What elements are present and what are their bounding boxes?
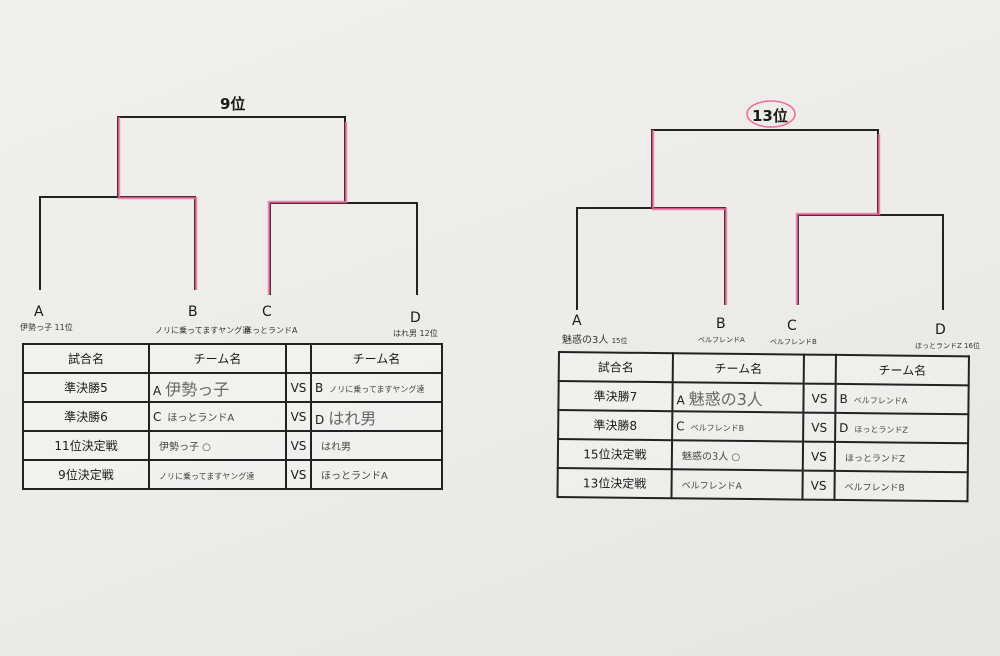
match-name: 15位決定戦 — [557, 439, 673, 470]
team1-cell: 伊勢っ子 ○ — [148, 430, 287, 461]
team-note: ほっとランドZ 16位 — [915, 342, 980, 350]
left-title: 9位 — [220, 95, 246, 113]
team1-cell: ノリに乗ってますヤング達 — [148, 459, 287, 490]
team-note: ノリに乗ってますヤング達 — [155, 326, 251, 335]
team2-cell: ほっとランドZ — [834, 441, 969, 473]
right-pair-ab — [576, 207, 726, 310]
right-winner-c — [795, 134, 881, 305]
header-match: 試合名 — [22, 343, 150, 374]
left-pair-cd — [269, 202, 418, 295]
team-note: 魅惑の3人 15位 — [562, 335, 628, 346]
team1-cell: 魅惑の3人 ○ — [671, 440, 804, 471]
table-row: 9位決定戦 ノリに乗ってますヤング達 VS ほっとランドA — [22, 459, 443, 490]
team-note: 伊勢っ子 11位 — [20, 323, 73, 332]
vs-label: VS — [803, 383, 836, 413]
vs-label: VS — [285, 372, 312, 403]
team-note: ベルフレンドA — [698, 336, 745, 344]
team-note: はれ男 12位 — [393, 329, 438, 338]
right-final-line — [651, 129, 879, 215]
vs-label: VS — [285, 430, 312, 461]
vs-label: VS — [285, 459, 312, 490]
slot-label: B — [188, 304, 198, 320]
left-pair-ab — [39, 196, 196, 290]
vs-label: VS — [802, 470, 835, 500]
slot-label: A — [572, 313, 582, 329]
table-row: 15位決定戦 魅惑の3人 ○ VS ほっとランドZ — [557, 439, 969, 473]
slot-label: D — [935, 322, 946, 338]
team2-cell: ほっとランドA — [310, 459, 443, 490]
team2-cell: ベルフレンドB — [834, 470, 968, 502]
header-team: チーム名 — [835, 354, 969, 386]
table-header-row: 試合名 チーム名 チーム名 — [558, 352, 969, 386]
header-team: チーム名 — [148, 343, 287, 374]
match-name: 13位決定戦 — [557, 468, 672, 499]
match-name: 準決勝7 — [558, 381, 673, 412]
match-name: 準決勝8 — [558, 410, 673, 441]
table-row: 13位決定戦 ベルフレンドA VS ベルフレンドB — [557, 468, 968, 502]
table-row: 11位決定戦 伊勢っ子 ○ VS はれ男 — [22, 430, 443, 461]
right-pair-cd — [797, 214, 944, 310]
vs-label: VS — [285, 401, 312, 432]
match-name: 準決勝5 — [22, 372, 150, 403]
team1-cell: ベルフレンドA — [671, 469, 803, 500]
team-note: ほっとランドA — [244, 326, 298, 335]
right-winner-b — [651, 130, 728, 305]
match-name: 準決勝6 — [22, 401, 150, 432]
team2-cell: はれ男 — [310, 430, 443, 461]
slot-label: C — [262, 304, 272, 320]
left-winner-b — [117, 117, 198, 290]
team-note: ベルフレンドB — [770, 338, 817, 346]
left-final-line — [117, 116, 346, 203]
header-vs — [803, 354, 836, 384]
header-match: 試合名 — [558, 352, 673, 383]
header-vs — [285, 343, 312, 374]
slot-label: A — [34, 304, 44, 320]
table-header-row: 試合名 チーム名 チーム名 — [22, 343, 443, 374]
title-circle — [746, 100, 796, 128]
header-team: チーム名 — [672, 353, 804, 384]
match-name: 9位決定戦 — [22, 459, 150, 490]
slot-label: C — [787, 318, 797, 334]
left-winner-c — [267, 122, 348, 295]
vs-label: VS — [803, 412, 836, 442]
right-title: 13位 — [752, 107, 788, 125]
slot-label: D — [410, 310, 421, 326]
header-team: チーム名 — [310, 343, 443, 374]
match-name: 11位決定戦 — [22, 430, 150, 461]
slot-label: B — [716, 316, 726, 332]
vs-label: VS — [802, 441, 836, 471]
